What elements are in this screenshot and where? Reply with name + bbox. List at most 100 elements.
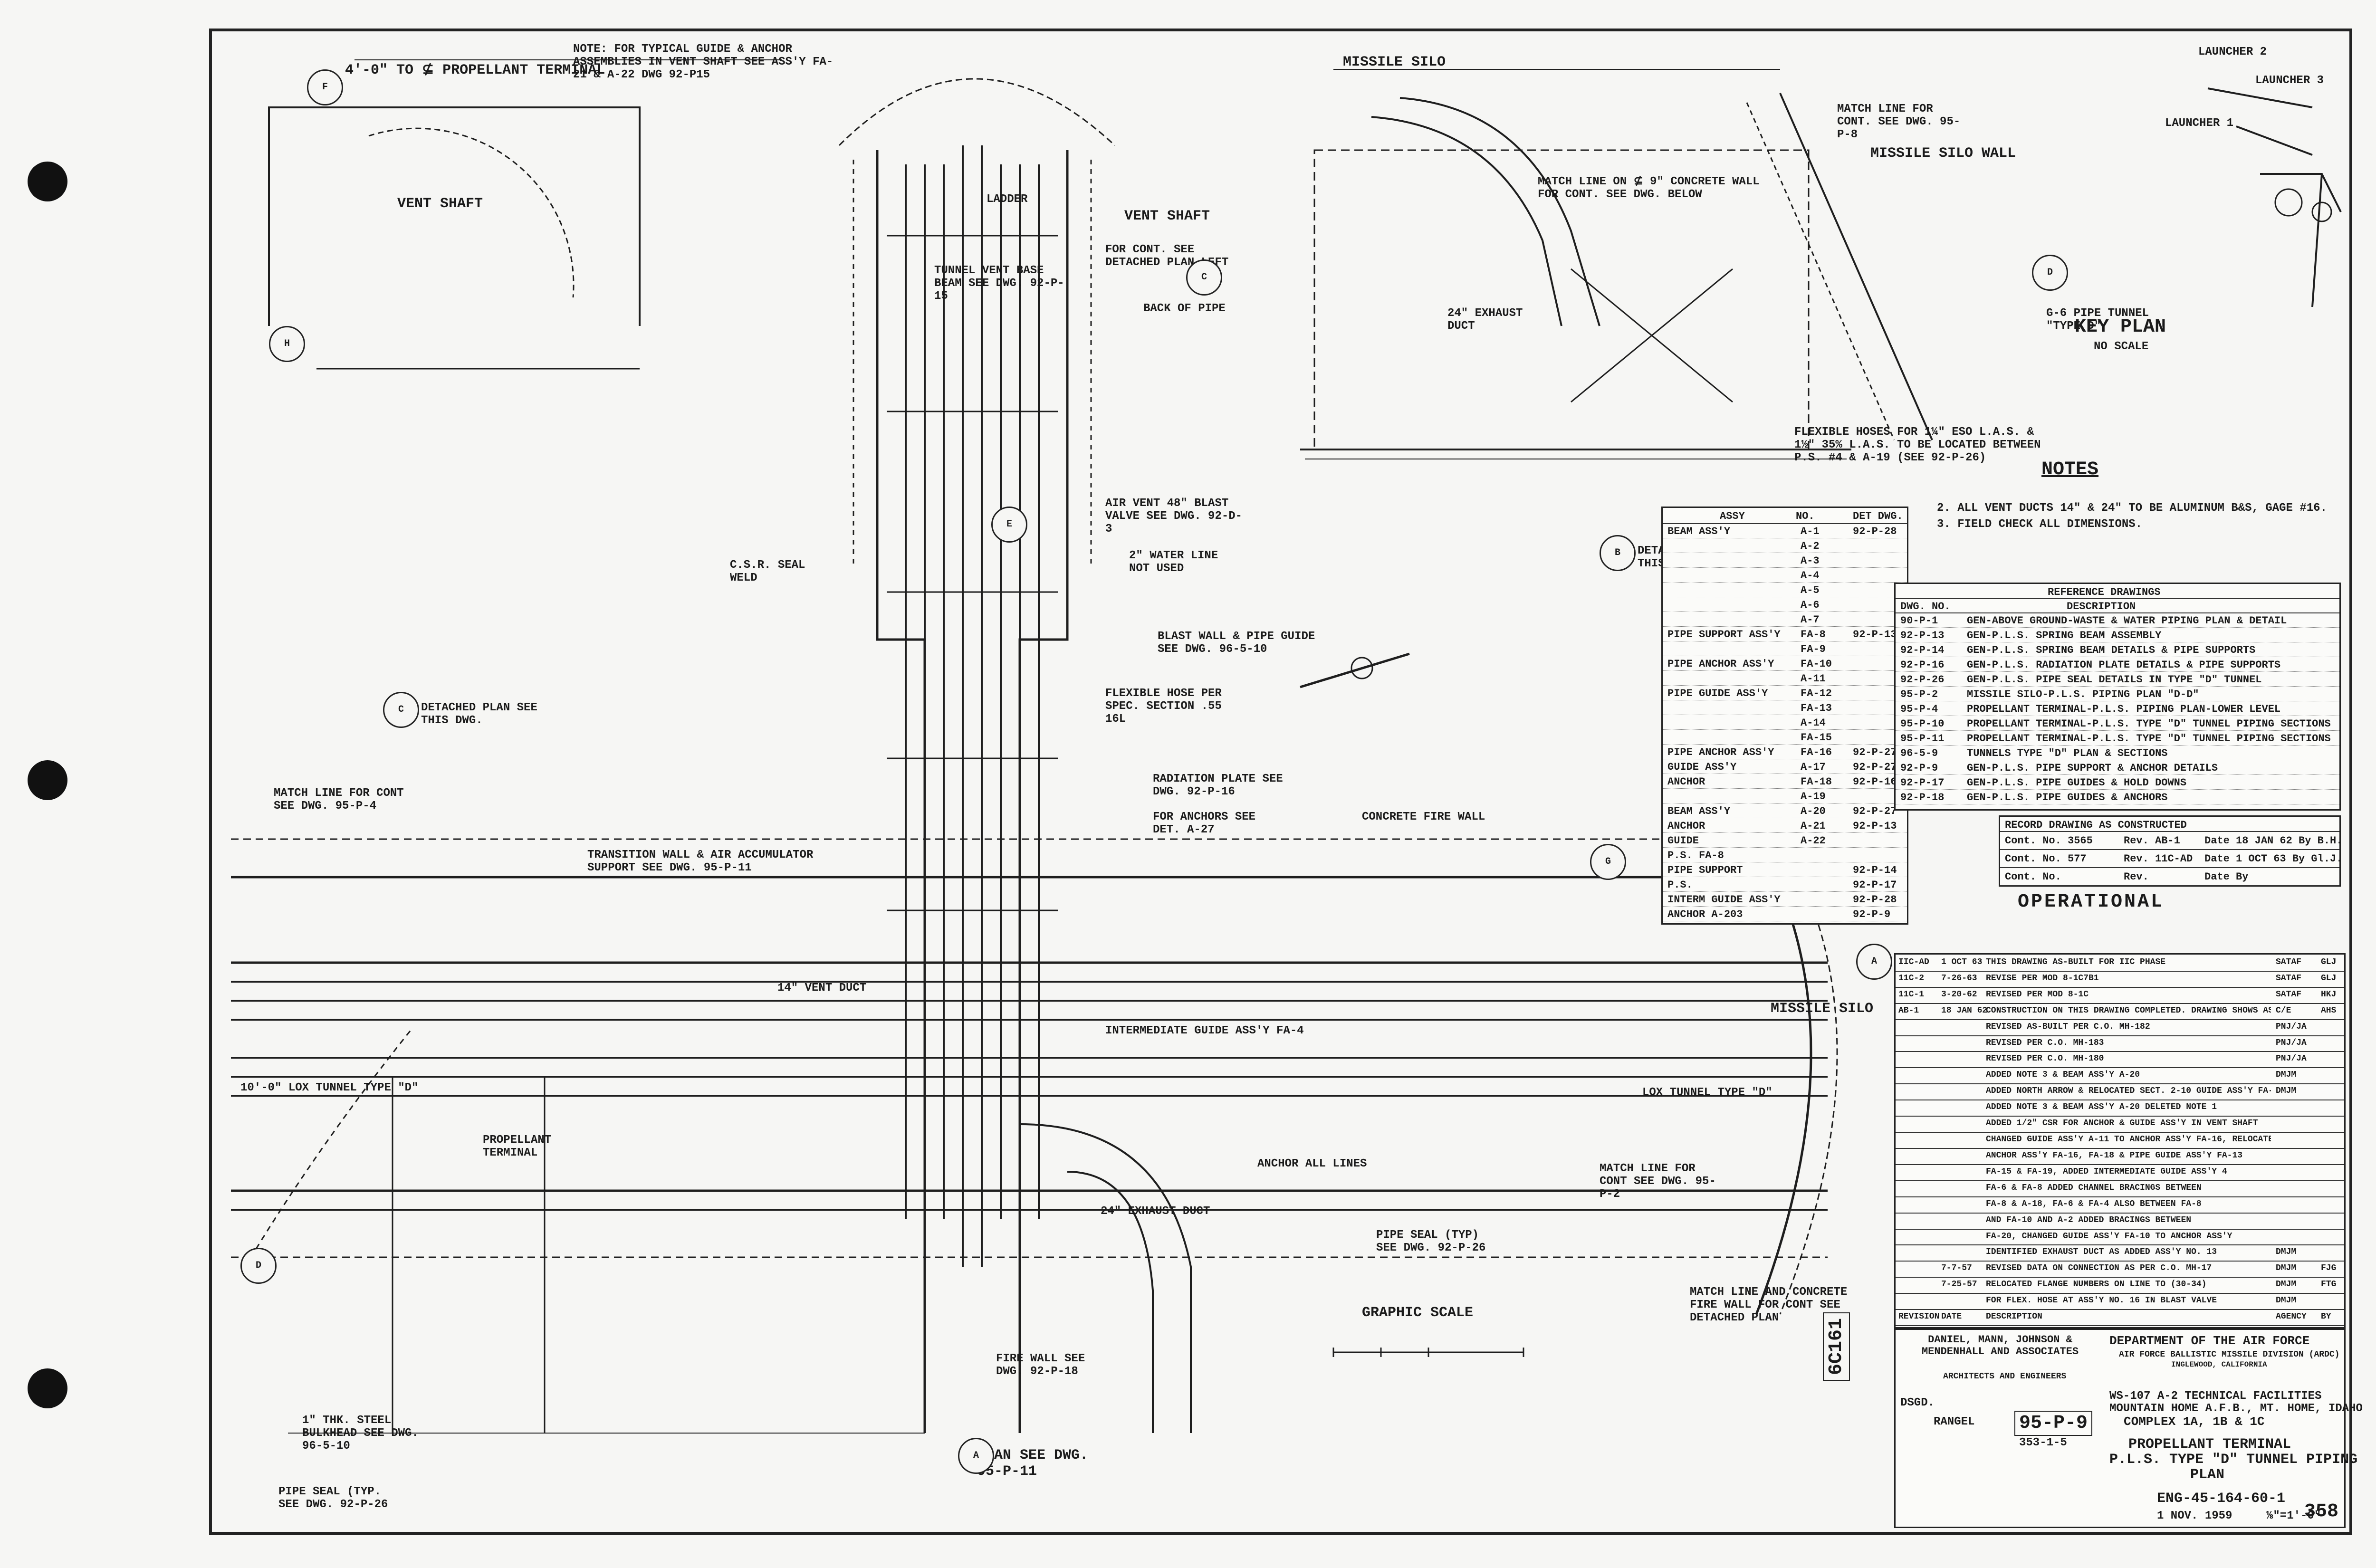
label-for-anchors: FOR ANCHORS SEE DET. A-27 — [1153, 811, 1256, 836]
revision-cell: PNJ/JA — [2276, 1054, 2307, 1064]
section-badge-a: A — [1856, 944, 1892, 980]
revision-cell: DATE — [1941, 1312, 1962, 1322]
revision-cell: DMJM — [2276, 1263, 2297, 1273]
label-launcher-1: LAUNCHER 1 — [2165, 117, 2234, 130]
record-cell: Date By — [2204, 871, 2249, 883]
assy-cell: 92-P-9 — [1853, 908, 1891, 920]
assy-header-det: DET DWG. — [1853, 510, 1903, 522]
assy-cell: GUIDE — [1667, 835, 1699, 847]
drawing-date: 1 NOV. 1959 — [2157, 1510, 2232, 1522]
revision-row: FA-6 & FA-8 ADDED CHANNEL BRACINGS BETWE… — [1896, 1180, 2344, 1197]
ref-cell: 92-P-9 — [1900, 762, 1938, 774]
record-cell: Rev. — [2124, 871, 2149, 883]
assy-cell: PIPE GUIDE ASS'Y — [1667, 688, 1768, 699]
revision-cell: THIS DRAWING AS-BUILT FOR IIC PHASE — [1986, 957, 2166, 967]
ref-cell: GEN-P.L.S. PIPE SEAL DETAILS IN TYPE "D"… — [1967, 674, 2262, 686]
note-item-2: 2. ALL VENT DUCTS 14" & 24" TO BE ALUMIN… — [1937, 502, 2327, 515]
label-match-line-cont-bottom: MATCH LINE FOR CONT SEE DWG. 95-P-2 — [1600, 1162, 1716, 1201]
assy-cell: FA-8 — [1801, 629, 1826, 641]
assy-cell: FA-9 — [1801, 643, 1826, 655]
status-operational: OPERATIONAL — [2018, 891, 2165, 913]
revision-cell: BY — [2321, 1312, 2331, 1322]
assy-cell: PIPE ANCHOR ASS'Y — [1667, 658, 1774, 670]
revision-row: REVISED PER C.O. MH-180 PNJ/JA — [1896, 1051, 2344, 1069]
assy-cell: BEAM ASS'Y — [1667, 805, 1731, 817]
drawing-sheet: 4'-0" TO ⊈ PROPELLANT TERMINAL NOTE: FOR… — [209, 29, 2363, 1535]
label-propellant-terminal: 4'-0" TO ⊈ PROPELLANT TERMINAL — [345, 62, 605, 78]
assy-cell: PIPE SUPPORT ASS'Y — [1667, 629, 1781, 641]
assy-cell: 92-P-16 — [1853, 776, 1897, 788]
assy-cell: FA-18 — [1801, 776, 1832, 788]
record-cell: Cont. No. 3565 — [2005, 835, 2093, 847]
ref-cell: GEN-P.L.S. PIPE GUIDES & ANCHORS — [1967, 792, 2168, 803]
revision-row: FOR FLEX. HOSE AT ASS'Y NO. 16 IN BLAST … — [1896, 1293, 2344, 1310]
revision-cell: GLJ — [2321, 973, 2337, 983]
assy-cell: P.S. FA-8 — [1667, 850, 1724, 861]
piping-plan-linework — [231, 59, 2342, 1434]
revision-row: AND FA-10 AND A-2 ADDED BRACINGS BETWEEN — [1896, 1213, 2344, 1230]
label-graphic-scale: GRAPHIC SCALE — [1362, 1305, 1474, 1321]
revision-cell: SATAF — [2276, 973, 2302, 983]
revision-cell: ADDED NOTE 3 & BEAM ASS'Y A-20 DELETED N… — [1986, 1102, 2217, 1112]
exhaust-duct — [1019, 1123, 1192, 1433]
label-tunnel-vent-base: TUNNEL VENT BASE BEAM SEE DWG. 92-P-15 — [934, 264, 1064, 303]
label-steel-bulkhead: 1" THK. STEEL BULKHEAD SEE DWG. 96-5-10 — [302, 1414, 419, 1453]
assy-cell: A-4 — [1801, 570, 1820, 582]
assy-cell: GUIDE ASS'Y — [1667, 761, 1737, 773]
location-small: INGLEWOOD, CALIFORNIA — [2171, 1360, 2267, 1369]
revision-cell: ADDED NORTH ARROW & RELOCATED SECT. 2-10… — [1986, 1086, 2271, 1096]
revision-row: FA-20, CHANGED GUIDE ASS'Y FA-10 TO ANCH… — [1896, 1229, 2344, 1246]
revision-cell: C/E — [2276, 1005, 2291, 1015]
assy-row: FA-15 — [1663, 729, 1907, 745]
reference-drawings-table: REFERENCE DRAWINGS DWG. NO. DESCRIPTION … — [1894, 583, 2341, 811]
label-intermediate-guide: INTERMEDIATE GUIDE ASS'Y FA-4 — [1105, 1024, 1304, 1037]
assy-row: BEAM ASS'Y A-1 92-P-28 — [1663, 523, 1907, 538]
binding-hole — [28, 162, 67, 201]
assy-cell: FA-13 — [1801, 702, 1832, 714]
revision-cell: 7-7-57 — [1941, 1263, 1972, 1273]
sheet-count: 358 — [2304, 1501, 2339, 1522]
revision-cell: 11C-2 — [1898, 973, 1925, 983]
record-cell: Cont. No. 577 — [2005, 853, 2087, 865]
assy-row: A-11 — [1663, 670, 1907, 686]
record-row: Cont. No.Rev.Date By — [2000, 867, 2339, 886]
assy-cell: BEAM ASS'Y — [1667, 526, 1731, 537]
record-cell: Rev. 11C-AD — [2124, 853, 2193, 865]
section-badge-e: E — [991, 507, 1027, 543]
ref-cell: PROPELLANT TERMINAL-P.L.S. TYPE "D" TUNN… — [1967, 718, 2331, 730]
label-key-plan: KEY PLAN — [2075, 316, 2166, 338]
ref-cell: PROPELLANT TERMINAL-P.L.S. TYPE "D" TUNN… — [1967, 733, 2331, 745]
revision-cell: DMJM — [2276, 1296, 2297, 1306]
label-launcher-3: LAUNCHER 3 — [2255, 74, 2324, 87]
assy-cell: A-7 — [1801, 614, 1820, 626]
revision-cell: SATAF — [2276, 957, 2302, 967]
designed-label: DSGD. — [1900, 1396, 1935, 1409]
assy-cell: A-6 — [1801, 599, 1820, 611]
ref-cell: 92-P-16 — [1900, 659, 1945, 671]
assy-cell: ANCHOR — [1667, 820, 1705, 832]
revision-cell: RELOCATED FLANGE NUMBERS ON LINE TO (30-… — [1986, 1280, 2207, 1290]
revision-cell: AGENCY — [2276, 1312, 2307, 1322]
assy-cell: 92-P-28 — [1853, 526, 1897, 537]
revision-cell: IDENTIFIED EXHAUST DUCT AS ADDED ASS'Y N… — [1986, 1247, 2217, 1257]
revision-row: FA-15 & FA-19, ADDED INTERMEDIATE GUIDE … — [1896, 1164, 2344, 1181]
architect-name: DANIEL, MANN, JOHNSON & MENDENHALL AND A… — [1921, 1334, 2079, 1358]
label-vent-shaft-2: VENT SHAFT — [1124, 208, 1210, 224]
revision-cell: REVISED PER C.O. MH-180 — [1986, 1054, 2104, 1064]
revision-cell: AND FA-10 AND A-2 ADDED BRACINGS BETWEEN — [1986, 1215, 2192, 1225]
revision-cell: FA-8 & A-18, FA-6 & FA-4 ALSO BETWEEN FA… — [1986, 1199, 2202, 1209]
assy-cell: PIPE SUPPORT — [1667, 864, 1743, 876]
architect-sub: ARCHITECTS AND ENGINEERS — [1943, 1372, 2067, 1381]
revision-cell: REVISED AS-BUILT PER C.O. MH-182 — [1986, 1022, 2150, 1032]
revision-cell: PNJ/JA — [2276, 1022, 2307, 1032]
drawing-title-1: PROPELLANT TERMINAL — [2128, 1436, 2291, 1453]
assy-cell: 92-P-27 — [1853, 805, 1897, 817]
assy-cell: A-1 — [1801, 526, 1820, 537]
revision-row: CHANGED GUIDE ASS'Y A-11 TO ANCHOR ASS'Y… — [1896, 1132, 2344, 1149]
